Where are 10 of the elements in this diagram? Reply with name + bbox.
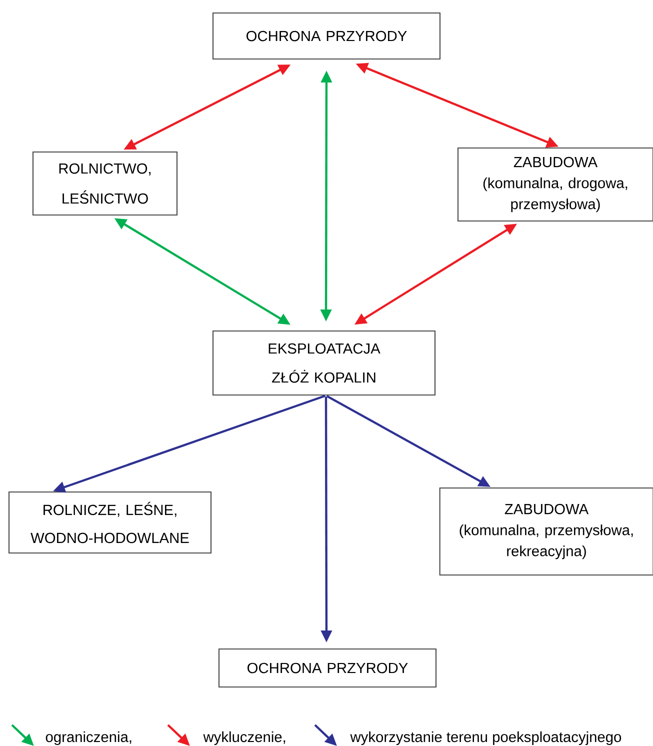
legend-label: wykluczenie,: [203, 731, 286, 746]
text-box: EKSPLOATACJA ZŁÓŻ KOPALIN: [212, 330, 436, 396]
text-box: ROLNICTWO, LEŚNICTWO: [32, 151, 178, 216]
text-box: ROLNICZE, LEŚNE, WODNO-HODOWLANE: [8, 491, 212, 554]
text-box: OCHRONA PRZYRODY: [218, 648, 437, 688]
text-box: ZABUDOWA (komunalna, drogowa, przemysłowa): [457, 147, 653, 222]
legend-label: wykorzystanie terenu poeksploatacyjnego: [350, 731, 622, 746]
text-box: OCHRONA PRZYRODY: [212, 12, 441, 60]
text-box: ZABUDOWA (komunalna, przemysłowa, rekreacyjna): [439, 487, 653, 576]
legend-label: ograniczenia,: [46, 731, 132, 746]
